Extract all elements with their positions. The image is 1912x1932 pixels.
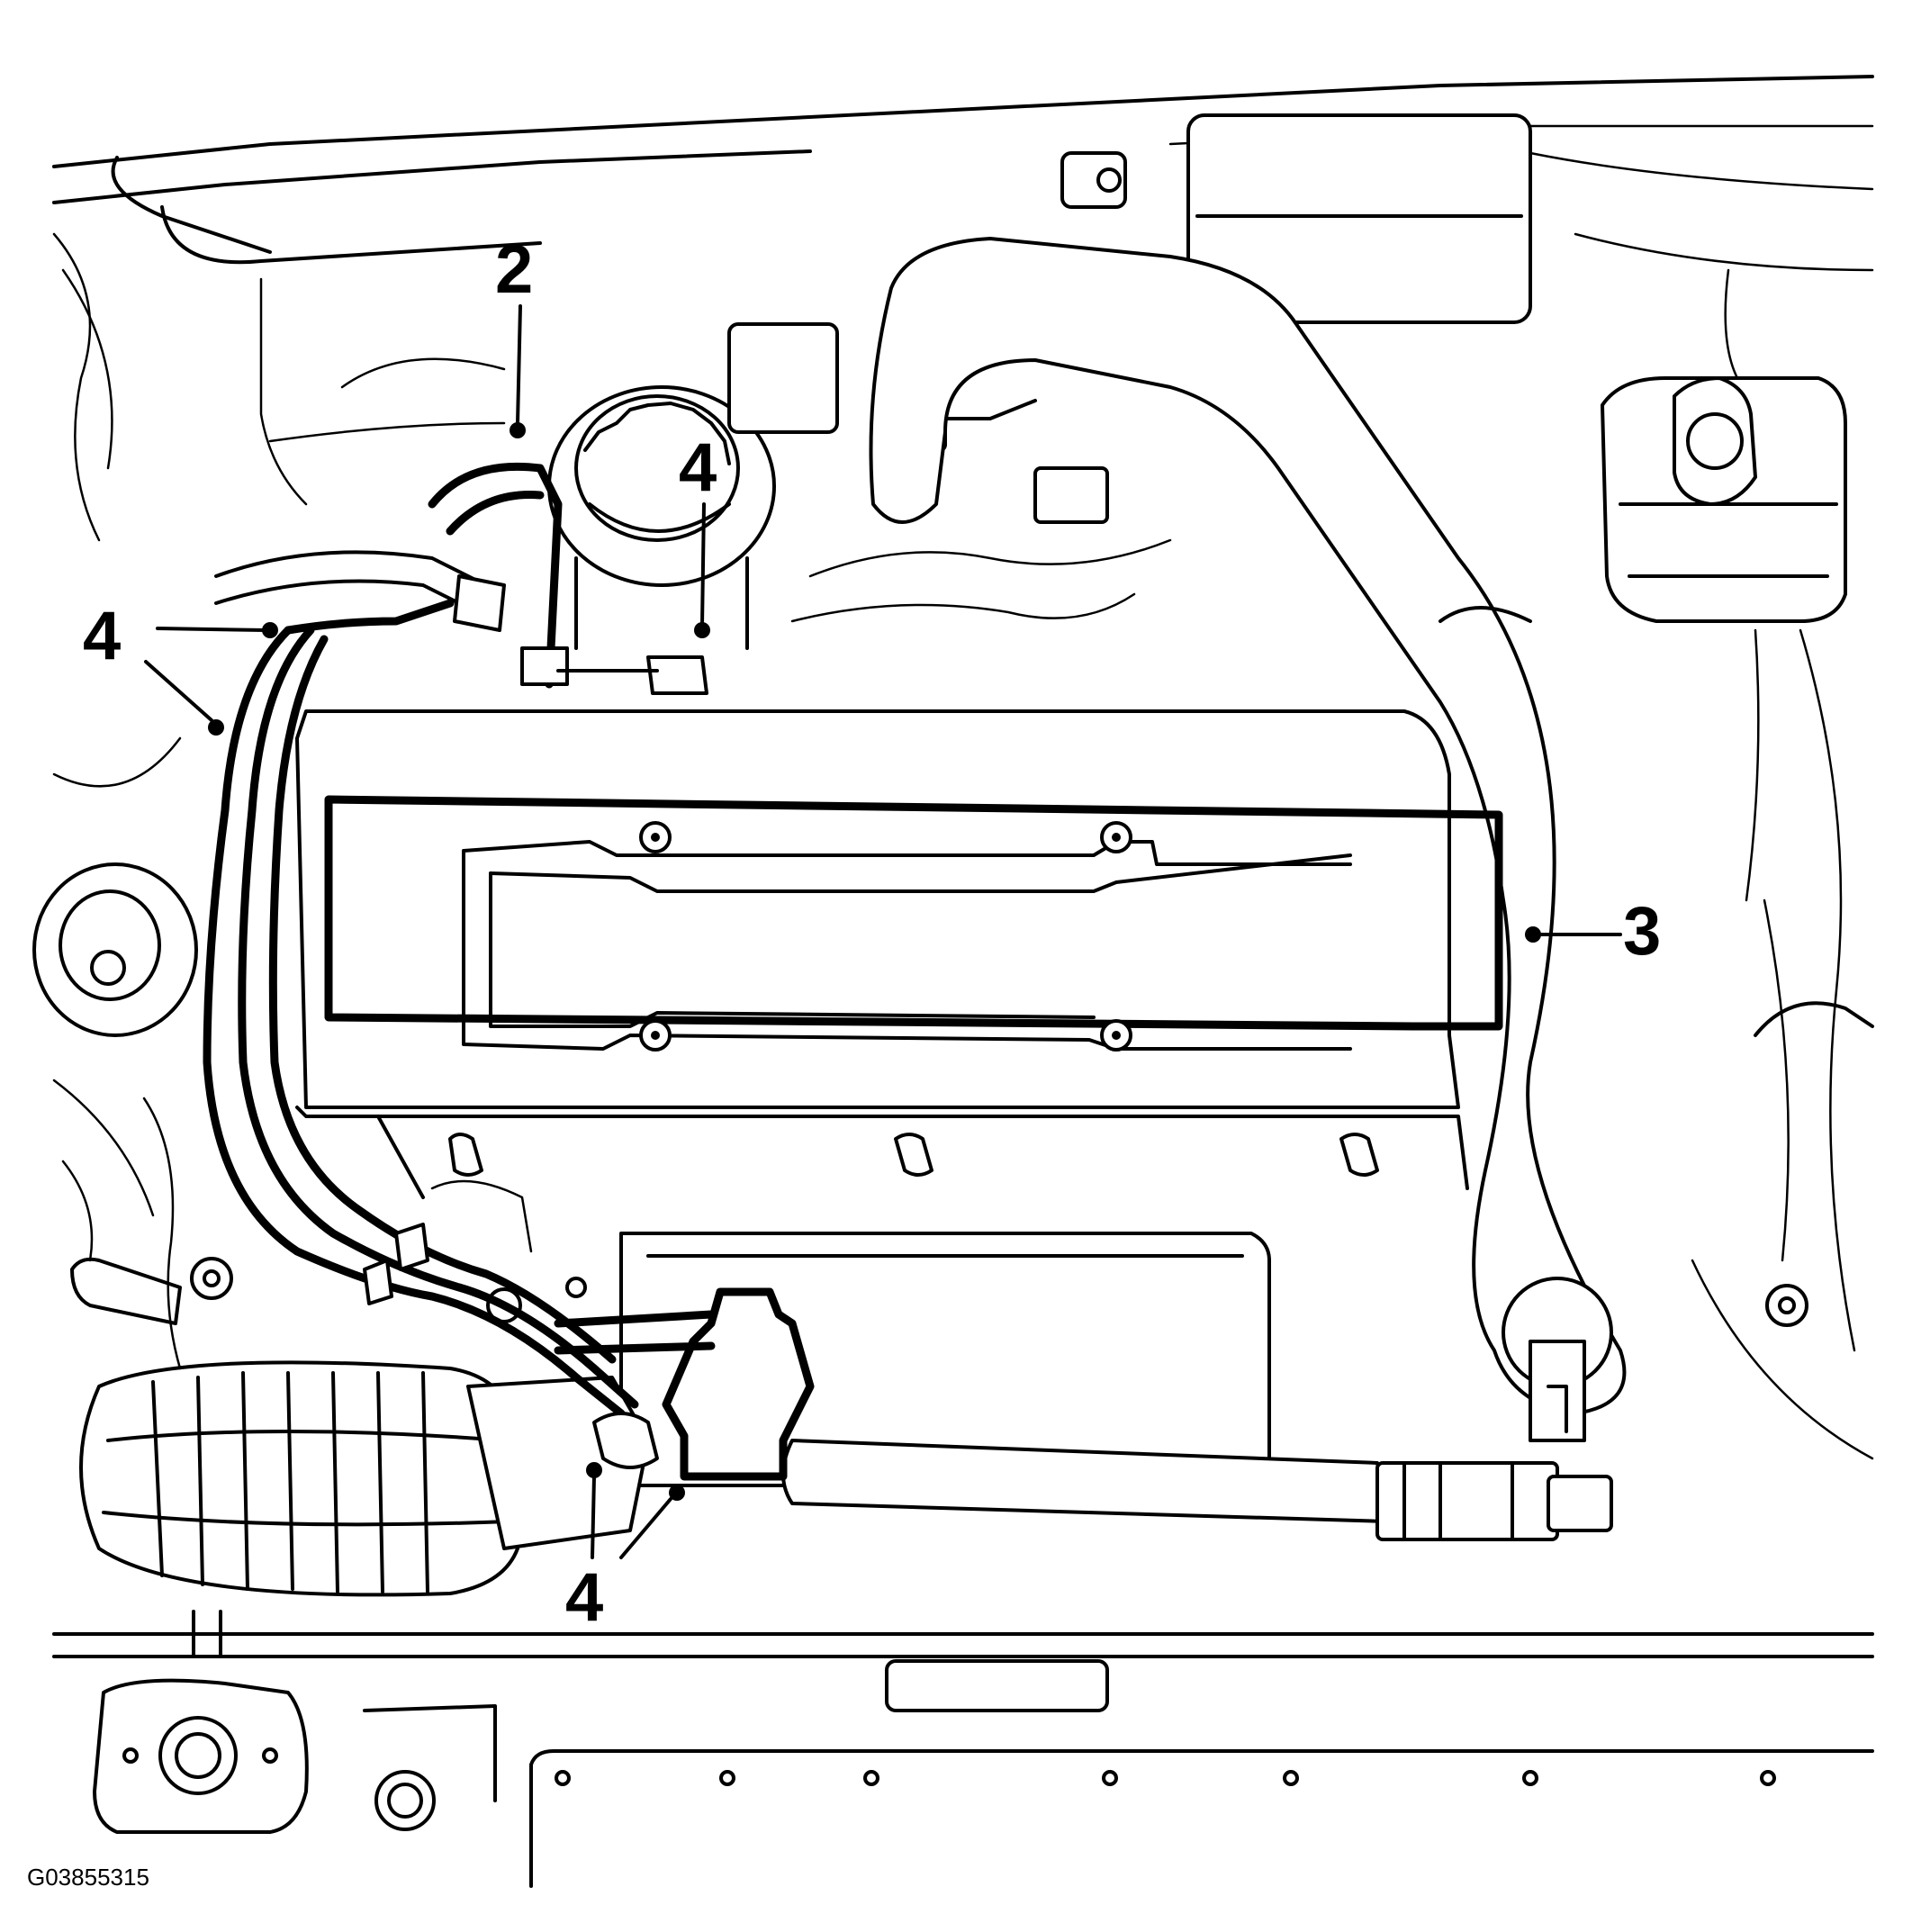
callout-4-cap: 4 xyxy=(679,429,717,638)
expansion-tank-cap xyxy=(547,385,776,650)
callout-4-bottom: 4 xyxy=(565,1462,685,1636)
callout-4-left-point-lower xyxy=(208,719,224,736)
callout-4-cap-point xyxy=(694,622,710,638)
callout-4-bottom-point-right xyxy=(669,1485,685,1501)
callout-4-cap-number: 4 xyxy=(679,429,717,506)
callout-4-left-point-upper xyxy=(262,622,278,638)
callout-4-bottom-point-left xyxy=(586,1462,602,1478)
callout-2-number: 2 xyxy=(495,231,533,308)
radiator-support xyxy=(52,1610,1874,1888)
thermostat-housing xyxy=(554,1287,815,1481)
brake-fluid-reservoir xyxy=(1601,268,1847,902)
upper-left-hoses xyxy=(214,277,708,695)
callout-2-point xyxy=(510,422,526,438)
pressure-sensor xyxy=(1502,1277,1613,1442)
figure-id-label: G03855315 xyxy=(27,1864,149,1891)
callout-3-point xyxy=(1525,926,1541,943)
callout-3-number: 3 xyxy=(1623,893,1661,970)
callout-3: 3 xyxy=(1525,893,1661,970)
control-module-box xyxy=(1060,113,1532,324)
air-intake-duct xyxy=(79,1360,650,1597)
breather-hoses xyxy=(203,462,659,1469)
right-side-components xyxy=(1691,628,1874,1460)
callout-4-bottom-number: 4 xyxy=(565,1559,603,1636)
left-strut-tower xyxy=(32,736,198,1217)
callout-4-left: 4 xyxy=(83,598,278,736)
left-lower-pipes xyxy=(61,1097,182,1370)
lower-coolant-hose xyxy=(781,1439,1613,1541)
callout-2: 2 xyxy=(495,231,533,438)
callout-4-left-number: 4 xyxy=(83,598,121,674)
valve-cover xyxy=(295,709,1503,1199)
